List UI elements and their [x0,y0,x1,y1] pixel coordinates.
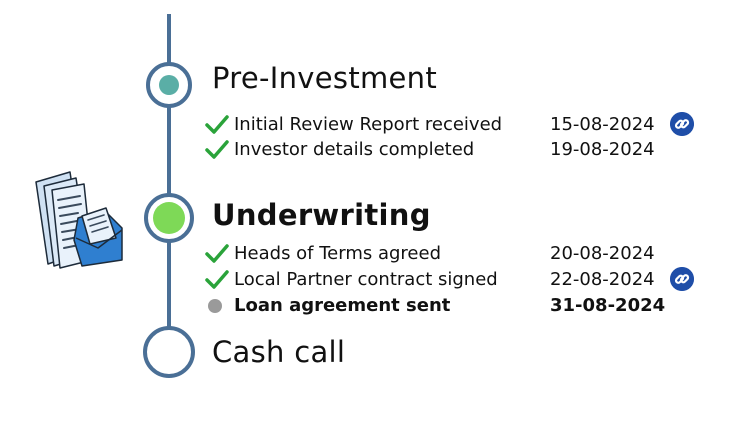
stage-node-cash-call [143,326,195,378]
check-icon [205,244,229,263]
link-icon[interactable] [670,112,694,136]
task-date: 15-08-2024 [550,114,655,135]
task-row: Local Partner contract signed 22-08-2024 [204,267,704,292]
check-icon [205,270,229,289]
task-label: Local Partner contract signed [234,269,498,290]
task-date: 20-08-2024 [550,243,655,264]
task-date: 31-08-2024 [550,295,666,316]
stage-dot-done [159,75,179,95]
timeline-line [167,14,171,354]
task-label: Initial Review Report received [234,114,503,135]
task-row: Heads of Terms agreed 20-08-2024 [204,242,704,266]
check-icon [205,140,229,159]
task-label: Loan agreement sent [234,295,451,316]
stage-title-cash-call: Cash call [212,335,346,369]
pending-status-icon [208,299,222,313]
stage-dot-current [153,202,185,234]
link-icon[interactable] [670,267,694,291]
task-row: Loan agreement sent 31-08-2024 [204,294,704,318]
task-label: Heads of Terms agreed [234,243,441,264]
task-date: 19-08-2024 [550,139,655,160]
stage-title-pre-investment: Pre-Investment [212,61,438,95]
stage-title-underwriting: Underwriting [212,198,431,232]
stage-node-underwriting [144,193,194,243]
task-label: Investor details completed [234,139,475,160]
task-row: Investor details completed 19-08-2024 [204,138,704,162]
documents-envelope-illustration [35,171,123,269]
task-date: 22-08-2024 [550,269,655,290]
task-row: Initial Review Report received 15-08-202… [204,112,704,137]
check-icon [205,115,229,134]
stage-node-pre-investment [146,62,192,108]
